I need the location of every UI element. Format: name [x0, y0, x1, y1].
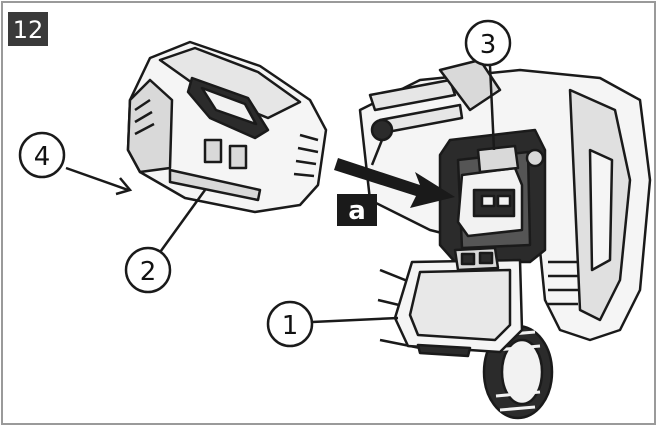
callout-1-text: 1 [282, 311, 299, 341]
callout-4-text: 4 [34, 142, 51, 172]
step-number: 12 [13, 16, 44, 44]
callout-2-text: 2 [140, 257, 157, 287]
callout-3-text: 3 [480, 30, 497, 60]
callout-2: 2 [124, 246, 172, 294]
machine-body [358, 58, 652, 352]
callout-4: 4 [18, 131, 66, 179]
arrow-label-badge: a [337, 194, 377, 226]
callout-3: 3 [464, 19, 512, 67]
battery-pack [126, 40, 328, 214]
step-badge: 12 [8, 12, 48, 46]
arrow-label: a [348, 196, 366, 226]
insertion-arrow [334, 158, 455, 208]
callout-leaders [65, 65, 496, 324]
callout-1: 1 [266, 300, 314, 348]
battery-cover [393, 246, 524, 358]
